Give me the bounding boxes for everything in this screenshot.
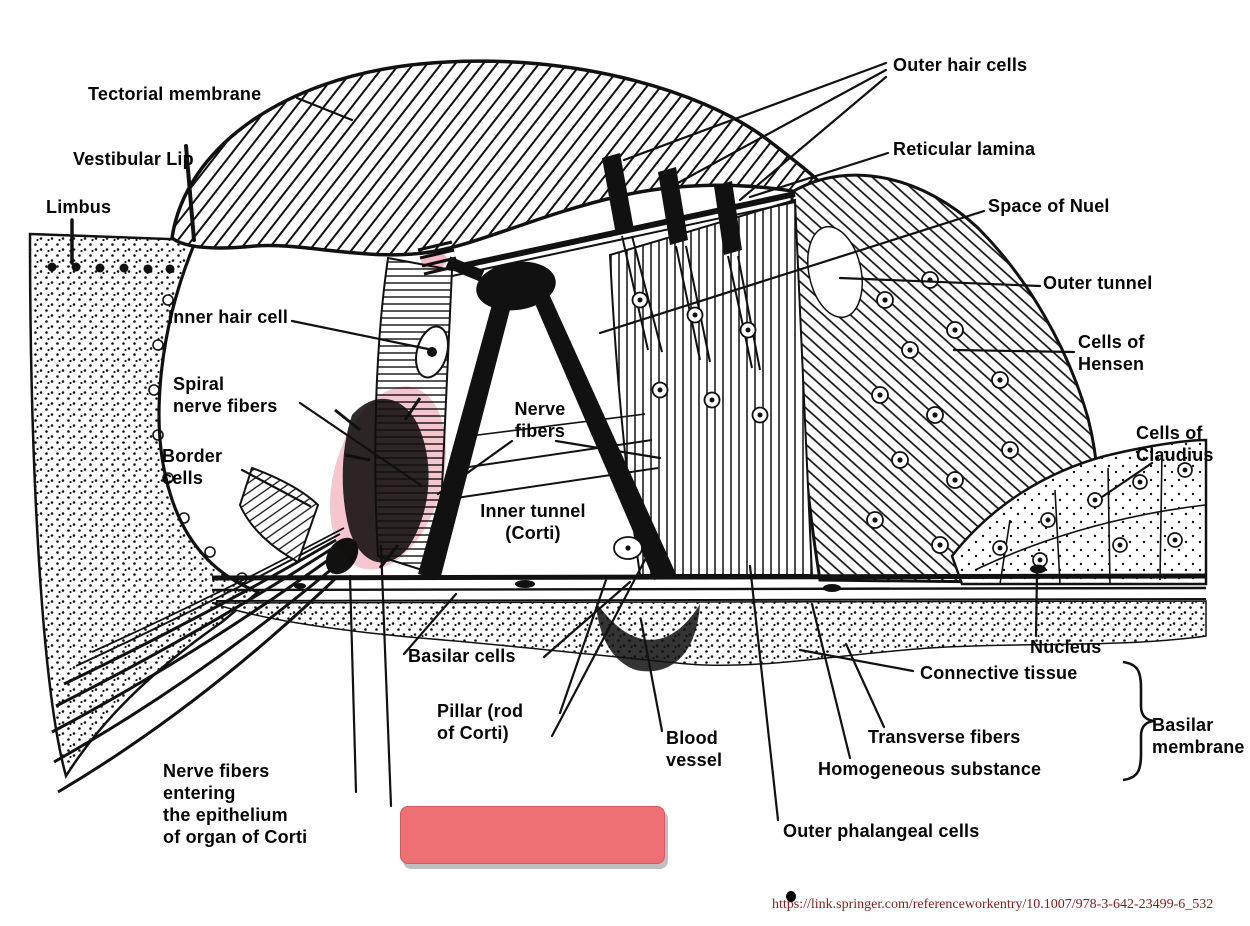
source-citation: https://link.springer.com/referenceworke… <box>772 897 1248 913</box>
leader-outer-phalangeal-cells <box>748 564 780 822</box>
label-outer-phalangeal-cells: Outer phalangeal cells <box>783 821 980 841</box>
leader-pillar-1 <box>558 578 608 715</box>
inner-pillar <box>418 290 514 580</box>
label-border-cells: Border cells <box>162 446 223 488</box>
outer-pillar <box>530 292 676 580</box>
leader-nerve-fibers-2 <box>554 439 662 460</box>
label-connective-tissue: Connective tissue <box>920 663 1078 683</box>
label-outer-tunnel: Outer tunnel <box>1043 273 1153 293</box>
border-cells-shape <box>238 466 320 564</box>
label-space-of-nuel: Space of Nuel <box>988 196 1110 216</box>
label-tectorial-membrane: Tectorial membrane <box>88 84 262 104</box>
nucleus-spot <box>1030 564 1046 574</box>
source-link[interactable]: https://link.springer.com/referenceworke… <box>772 897 1214 912</box>
leader-pillar-2 <box>550 556 648 738</box>
leader-connective-tissue <box>798 648 915 673</box>
leader-outer-hair-cells-1 <box>622 61 888 162</box>
nerve-fiber-bundle-shape <box>51 527 359 794</box>
label-vestibular-lip: Vestibular Lip <box>73 149 194 169</box>
label-spiral-nerve-fibers: Spiral nerve fibers <box>173 374 278 416</box>
label-cells-of-claudius: Cells of Claudius <box>1136 423 1214 465</box>
leader-nerve-fibers-entering-2 <box>379 544 393 808</box>
leader-blood-vessel <box>639 618 664 733</box>
leader-nerve-fibers-1 <box>436 439 514 496</box>
leader-cells-of-hensen <box>952 348 1076 354</box>
label-nerve-fibers-entering: Nerve fibers entering the epithelium of … <box>163 761 308 847</box>
leader-lines <box>70 61 1154 822</box>
label-cells-of-hensen: Cells of Hensen <box>1078 332 1145 374</box>
label-homogeneous-substance: Homogeneous substance <box>818 759 1042 779</box>
redaction-box <box>400 806 665 864</box>
leader-nucleus <box>1034 570 1039 638</box>
leader-basilar-cells-2 <box>542 580 632 659</box>
pink-highlight-dot <box>421 251 447 271</box>
leader-outer-tunnel <box>838 276 1042 288</box>
leader-homogeneous-substance <box>810 602 852 760</box>
basilar-membrane-bracket <box>1122 660 1155 782</box>
leader-space-of-nuel <box>598 209 986 335</box>
leader-nerve-fibers-entering-1 <box>348 574 358 794</box>
label-transverse-fibers: Transverse fibers <box>868 727 1021 747</box>
label-pillar-rod-of-corti: Pillar (rod of Corti) <box>437 701 524 743</box>
basilar-membrane-shape <box>211 564 1207 672</box>
label-blood-vessel: Blood vessel <box>666 728 723 770</box>
label-reticular-lamina: Reticular lamina <box>893 139 1036 159</box>
label-basilar-membrane: Basilar membrane <box>1152 715 1245 757</box>
leader-tectorial-membrane <box>295 96 354 122</box>
label-nerve-fibers: Nerve fibers <box>514 399 566 441</box>
leader-border-cells <box>240 468 312 508</box>
leader-outer-hair-cells-2 <box>674 68 888 186</box>
label-basilar-cells: Basilar cells <box>408 646 516 666</box>
label-nucleus: Nucleus <box>1030 637 1102 657</box>
leader-cells-of-claudius <box>1100 461 1154 499</box>
leader-outer-hair-cells-3 <box>738 75 888 202</box>
leader-inner-hair-cell <box>290 319 430 351</box>
label-outer-hair-cells: Outer hair cells <box>893 55 1028 75</box>
tunnel-of-corti-shape <box>417 240 676 580</box>
label-inner-hair-cell: Inner hair cell <box>168 307 289 327</box>
claudius-cells-shape <box>950 438 1208 586</box>
link-bullet-dot <box>786 891 796 902</box>
outer-hair-cells-shape <box>451 153 814 576</box>
hensen-cells-shape <box>790 173 1101 584</box>
outer-tunnel-space <box>807 225 863 319</box>
pink-highlight-ellipse <box>329 386 447 570</box>
pink-highlight <box>329 251 447 570</box>
leader-basilar-cells-1 <box>402 592 458 656</box>
reticular-lamina-line <box>451 191 796 271</box>
leader-vestibular-lip <box>184 144 196 242</box>
leader-transverse-fibers <box>844 642 886 729</box>
leader-reticular-lamina <box>748 151 890 199</box>
label-limbus: Limbus <box>46 197 112 217</box>
label-inner-tunnel: Inner tunnel (Corti) <box>480 501 586 543</box>
